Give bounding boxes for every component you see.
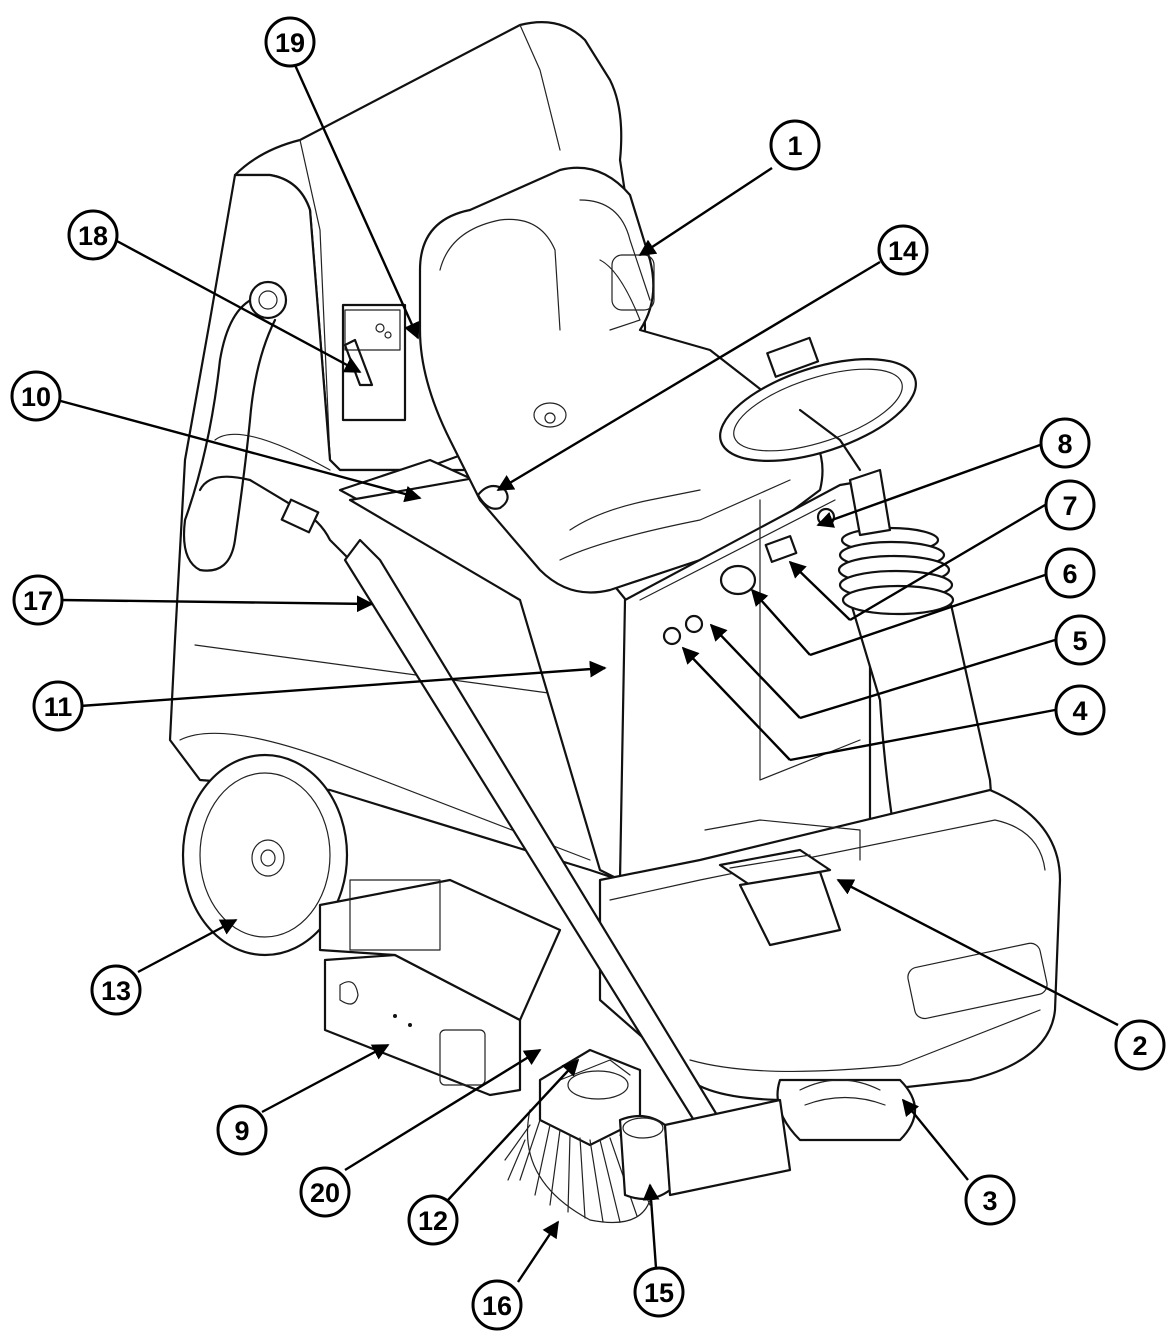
callout-7-label: 7 xyxy=(1062,491,1077,521)
callout-18-label: 18 xyxy=(78,221,108,251)
callout-10: 10 xyxy=(10,370,62,422)
leader-18 xyxy=(114,238,362,374)
leader-16 xyxy=(517,1220,559,1283)
steering-bellows xyxy=(837,526,955,616)
callout-5-label: 5 xyxy=(1072,626,1087,656)
callout-2-label: 2 xyxy=(1132,1031,1147,1061)
leader-19 xyxy=(293,64,420,340)
leader-20 xyxy=(344,1048,542,1172)
callout-20: 20 xyxy=(299,1166,351,1218)
callout-16: 16 xyxy=(471,1279,523,1331)
callout-12: 12 xyxy=(407,1194,459,1246)
leader-5a xyxy=(799,638,1056,720)
callout-19: 19 xyxy=(264,16,316,68)
recovery-area xyxy=(776,1078,916,1142)
rear-wheel xyxy=(181,753,349,957)
leader-12 xyxy=(447,1058,580,1201)
callout-9: 9 xyxy=(216,1104,268,1156)
callout-18: 18 xyxy=(67,209,119,261)
leader-9 xyxy=(261,1043,390,1114)
callout-14-label: 14 xyxy=(888,236,918,266)
leader-8 xyxy=(816,443,1041,528)
callout-1: 1 xyxy=(769,119,821,171)
callout-5: 5 xyxy=(1054,614,1106,666)
leader-lines xyxy=(56,64,1119,1283)
leader-15 xyxy=(642,1183,660,1269)
callout-8: 8 xyxy=(1039,417,1091,469)
machine-illustration xyxy=(168,21,1062,1224)
leader-5b xyxy=(709,623,801,719)
callout-4-label: 4 xyxy=(1072,696,1087,726)
callout-16-label: 16 xyxy=(482,1291,512,1321)
callout-11-label: 11 xyxy=(44,692,73,722)
callout-6: 6 xyxy=(1044,547,1096,599)
callout-6-label: 6 xyxy=(1062,559,1077,589)
battery-box xyxy=(318,878,562,1097)
leader-11 xyxy=(79,660,607,708)
leader-2 xyxy=(836,878,1119,1027)
foot-pedal xyxy=(704,819,861,947)
callout-9-label: 9 xyxy=(234,1116,249,1146)
callout-10-label: 10 xyxy=(21,382,51,412)
leader-17 xyxy=(59,595,374,613)
leader-6b xyxy=(750,588,811,656)
callout-17-label: 17 xyxy=(23,586,53,616)
leader-3 xyxy=(901,1098,969,1181)
callout-17: 17 xyxy=(12,574,64,626)
leader-7a xyxy=(849,503,1046,622)
diagonal-strut xyxy=(343,538,722,1132)
callout-20-label: 20 xyxy=(310,1178,340,1208)
vacuum-hose xyxy=(182,293,277,572)
callout-2: 2 xyxy=(1114,1019,1166,1071)
callout-1-label: 1 xyxy=(787,131,802,161)
callout-14: 14 xyxy=(877,224,929,276)
leader-10 xyxy=(56,398,422,503)
callout-3-label: 3 xyxy=(982,1186,997,1216)
callout-4: 4 xyxy=(1054,684,1106,736)
leader-6a xyxy=(809,573,1046,657)
callout-12-label: 12 xyxy=(418,1206,448,1236)
bumper-wheel xyxy=(618,1098,792,1201)
front-base xyxy=(598,788,1062,1102)
callout-19-label: 19 xyxy=(275,28,305,58)
leader-7b xyxy=(788,560,851,621)
callout-13: 13 xyxy=(90,964,142,1016)
callout-bubbles: 1 2 3 4 5 6 7 8 xyxy=(10,16,1166,1331)
leader-1 xyxy=(638,166,773,257)
leader-13 xyxy=(137,918,238,974)
steering-wheel xyxy=(719,336,917,472)
callout-15: 15 xyxy=(633,1266,685,1318)
callout-7: 7 xyxy=(1044,479,1096,531)
leader-14 xyxy=(496,260,881,492)
leader-4b xyxy=(681,646,791,761)
callout-11: 11 xyxy=(32,680,84,732)
callout-8-label: 8 xyxy=(1057,429,1072,459)
callout-15-label: 15 xyxy=(644,1278,674,1308)
callout-3: 3 xyxy=(964,1174,1016,1226)
leader-4a xyxy=(789,708,1056,762)
callout-13-label: 13 xyxy=(101,976,131,1006)
